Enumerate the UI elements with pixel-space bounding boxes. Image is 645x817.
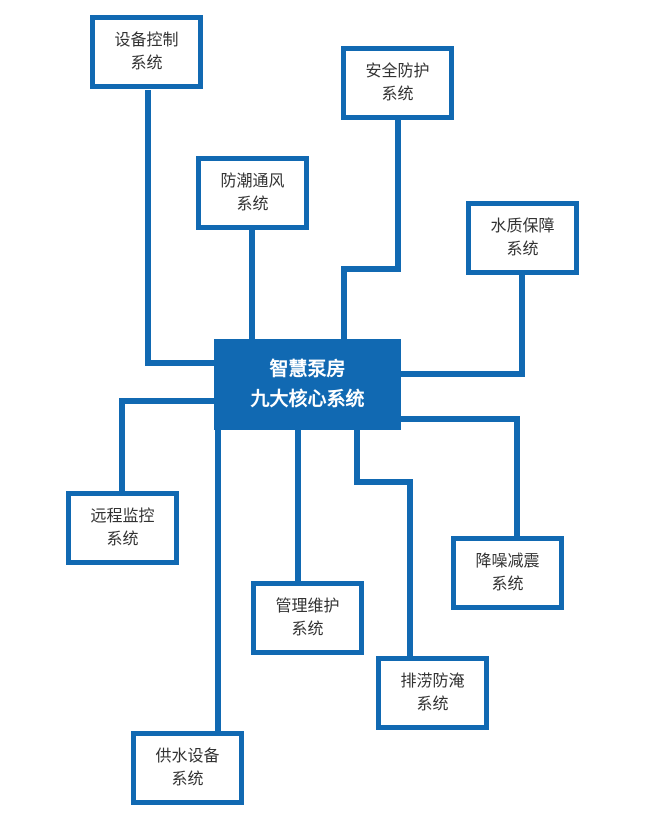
node-label-line2: 系统 (416, 696, 449, 713)
node-equipment-control: 设备控制 系统 (90, 15, 203, 89)
node-label-line1: 安全防护 (365, 62, 430, 80)
node-remote-monitoring: 远程监控 系统 (66, 491, 179, 565)
center-node-smart-pump-house: 智慧泵房 九大核心系统 (214, 339, 401, 430)
node-label-line1: 管理维护 (275, 597, 340, 615)
connector-remote-monitoring (119, 398, 217, 491)
connector-safety-protection (341, 120, 401, 342)
node-drainage-flood: 排涝防淹 系统 (376, 656, 489, 730)
node-label-line1: 降噪减震 (475, 552, 540, 570)
node-label-line2: 系统 (130, 55, 163, 72)
node-safety-protection: 安全防护 系统 (341, 46, 454, 120)
node-noise-vibration: 降噪减震 系统 (451, 536, 564, 610)
node-management-maintenance: 管理维护 系统 (251, 581, 364, 655)
node-label-line2: 系统 (291, 621, 324, 638)
connector-noise-vibration (398, 416, 520, 536)
node-label-line1: 设备控制 (114, 31, 179, 49)
node-label-line2: 系统 (236, 196, 269, 213)
connector-equipment-control (145, 90, 217, 366)
node-label-line2: 系统 (106, 531, 139, 548)
node-label-line1: 远程监控 (90, 507, 155, 525)
center-node-label-line2: 九大核心系统 (250, 388, 365, 410)
center-node-label-line1: 智慧泵房 (269, 359, 346, 381)
node-water-supply-equipment: 供水设备 系统 (131, 731, 244, 805)
node-label-line1: 排涝防淹 (400, 672, 465, 690)
node-label-line2: 系统 (491, 576, 524, 593)
node-label-line1: 供水设备 (155, 747, 220, 765)
node-moisture-ventilation: 防潮通风 系统 (196, 156, 309, 230)
connector-water-quality (398, 274, 525, 377)
node-water-quality: 水质保障 系统 (466, 201, 579, 275)
connector-drainage-flood (354, 427, 413, 656)
node-label-line2: 系统 (506, 241, 539, 258)
node-label-line2: 系统 (171, 771, 204, 788)
node-label-line2: 系统 (381, 86, 414, 103)
node-label-line1: 水质保障 (490, 217, 555, 235)
node-label-line1: 防潮通风 (220, 172, 285, 190)
